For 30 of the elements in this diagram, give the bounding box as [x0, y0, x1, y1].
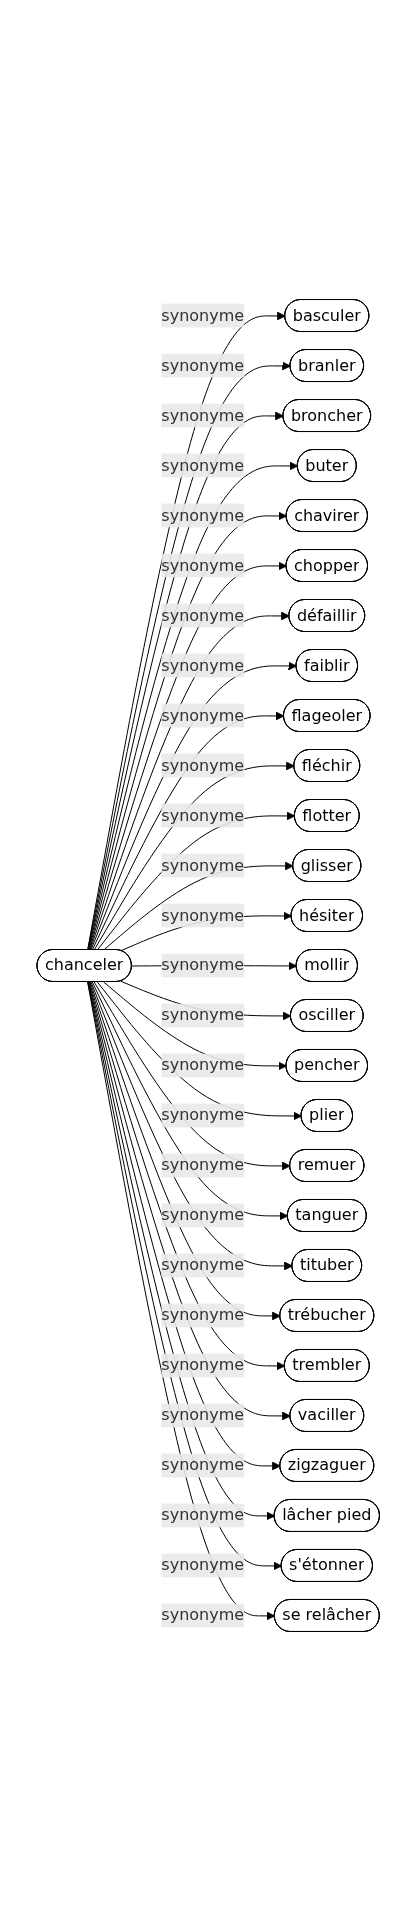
edge-label: synonyme [161, 655, 245, 675]
edge-label: synonyme [161, 1455, 245, 1475]
edge-label: synonyme [161, 1105, 245, 1125]
edge-label: synonyme [161, 1255, 245, 1275]
edge-label: synonyme [161, 805, 245, 825]
edge-label: synonyme [161, 755, 245, 775]
edge-label: synonyme [161, 1605, 245, 1625]
edge-label: synonyme [161, 355, 245, 375]
edge-label: synonyme [161, 1205, 245, 1225]
edge-label: synonyme [161, 1555, 245, 1575]
edge-label: synonyme [161, 405, 245, 425]
edge-label: synonyme [161, 1305, 245, 1325]
edge-label: synonyme [161, 605, 245, 625]
edge-label: synonyme [161, 1355, 245, 1375]
edge-label: synonyme [161, 305, 245, 325]
edge-label: synonyme [161, 955, 245, 975]
edge-label: synonyme [161, 505, 245, 525]
edge-label: synonyme [161, 455, 245, 475]
edge-label: synonyme [161, 705, 245, 725]
edge-label: synonyme [161, 905, 245, 925]
edge-label: synonyme [161, 1155, 245, 1175]
arrow [103, 981, 288, 1071]
arrow [92, 711, 285, 951]
edge-label: synonyme [161, 1505, 245, 1525]
edge-label: synonyme [161, 855, 245, 875]
edge-label: synonyme [161, 1055, 245, 1075]
arrow [92, 981, 289, 1221]
edge-label: synonyme [161, 555, 245, 575]
edge-label: synonyme [161, 1405, 245, 1425]
edge-label: synonyme [161, 1005, 245, 1025]
